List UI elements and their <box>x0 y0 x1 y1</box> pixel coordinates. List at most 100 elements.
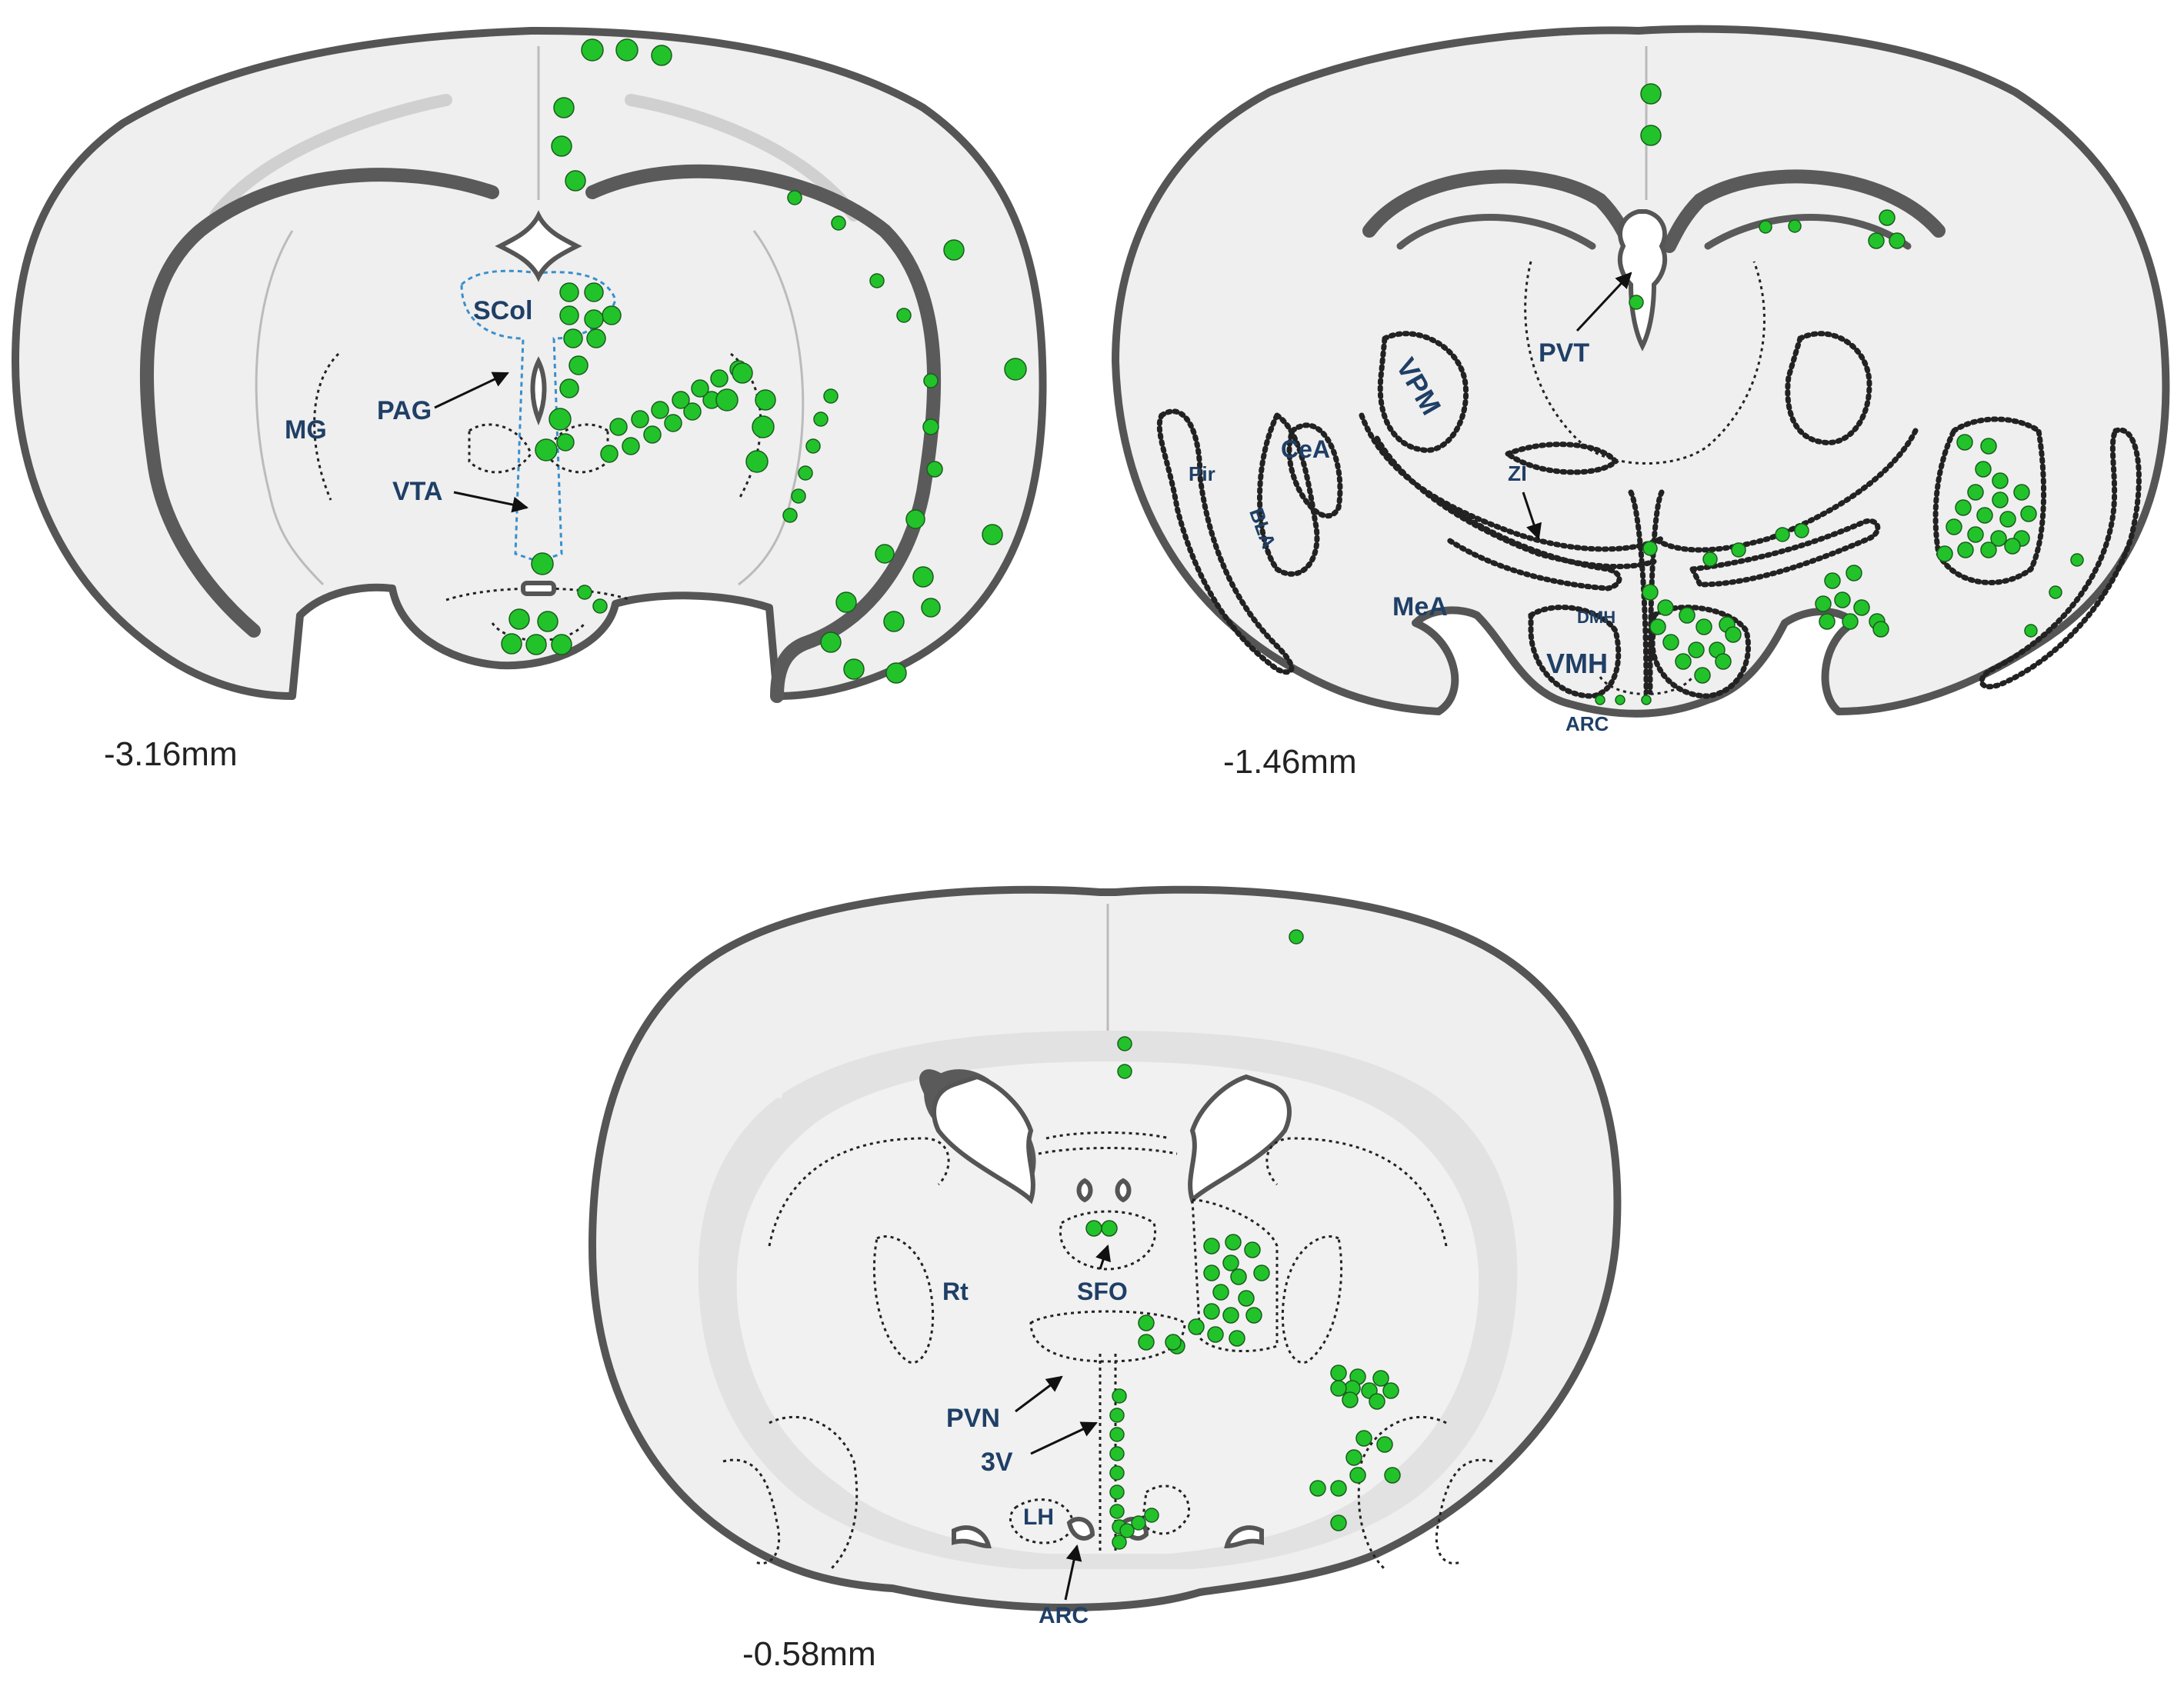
cell-marker <box>1702 551 1718 567</box>
cell-marker <box>1109 1408 1125 1423</box>
cell-marker <box>1207 1326 1224 1343</box>
labelled-cell-markers <box>501 38 2084 1550</box>
label-lh: LH <box>1023 1504 1054 1530</box>
cell-marker <box>1675 653 1692 670</box>
arrow-pag <box>434 372 509 409</box>
cell-marker <box>1109 1465 1125 1481</box>
pointer-arrows <box>434 272 1632 1601</box>
cell-marker <box>2049 585 2062 599</box>
arrow-pvn <box>1015 1375 1063 1413</box>
level-caption-a: -3.16mm <box>104 735 238 773</box>
cell-marker <box>1112 1388 1127 1404</box>
cell-marker <box>1245 1307 1262 1324</box>
cell-marker <box>581 38 604 62</box>
cell-marker <box>1203 1264 1220 1281</box>
brain-section-posterior <box>12 27 1047 703</box>
cell-marker <box>1119 1523 1135 1538</box>
cell-marker <box>1203 1238 1220 1255</box>
cell-marker <box>508 608 530 630</box>
cell-marker <box>843 658 865 680</box>
cell-marker <box>1889 232 1906 249</box>
label-pir: Pir <box>1189 462 1215 485</box>
cell-marker <box>921 598 941 618</box>
cell-marker <box>835 591 857 613</box>
cell-marker <box>1382 1382 1399 1399</box>
cell-marker <box>1815 595 1832 612</box>
cell-marker <box>883 611 905 632</box>
cell-marker <box>1640 83 1662 105</box>
cell-marker <box>1990 530 2007 547</box>
cell-marker <box>1775 527 1790 542</box>
cell-marker <box>1956 434 1973 451</box>
cell-marker <box>551 135 572 157</box>
cell-marker <box>1879 209 1896 226</box>
cell-marker <box>559 282 579 302</box>
arrow-sfo <box>1095 1245 1111 1270</box>
cell-marker <box>1980 438 1997 455</box>
cell-marker <box>1138 1314 1155 1331</box>
label-vta: VTA <box>392 477 442 506</box>
cell-marker <box>501 633 522 655</box>
cell-marker <box>1165 1334 1182 1351</box>
cell-marker <box>1957 541 1974 558</box>
cell-marker <box>1641 695 1652 705</box>
cell-marker <box>1872 621 1889 638</box>
cell-marker <box>1369 1393 1385 1410</box>
cell-marker <box>1936 545 1953 562</box>
cell-marker <box>1203 1303 1220 1320</box>
cell-marker <box>926 461 943 478</box>
cell-marker <box>1868 232 1885 249</box>
cell-marker <box>1967 526 1984 543</box>
cell-marker <box>782 508 798 523</box>
cell-marker <box>1229 1330 1245 1347</box>
cell-marker <box>535 438 558 461</box>
cell-marker <box>922 418 939 435</box>
label-scol: SCol <box>473 296 532 325</box>
cell-marker <box>1330 1380 1347 1397</box>
cell-marker <box>1289 929 1304 945</box>
label-arc-b: ARC <box>1565 712 1609 735</box>
cell-marker <box>1212 1284 1229 1301</box>
cell-marker <box>1731 542 1746 558</box>
cell-marker <box>755 389 776 411</box>
cell-marker <box>1696 618 1712 635</box>
arrow-vta <box>453 491 529 513</box>
cell-marker <box>1759 220 1772 234</box>
level-caption-b: -1.46mm <box>1223 743 1357 781</box>
cell-marker <box>1109 1484 1125 1500</box>
cell-marker <box>1144 1508 1159 1523</box>
cell-marker <box>1372 1370 1389 1387</box>
cell-marker <box>1330 1480 1347 1497</box>
cell-marker <box>896 308 912 323</box>
cell-marker <box>869 273 885 288</box>
cell-marker <box>1629 295 1644 310</box>
cell-marker <box>525 634 547 655</box>
cell-marker <box>1824 572 1841 589</box>
cell-marker <box>1376 1436 1393 1453</box>
label-3v: 3V <box>981 1448 1013 1477</box>
cell-marker <box>1230 1268 1247 1285</box>
cell-marker <box>1349 1467 1366 1484</box>
cell-marker <box>531 552 554 575</box>
cell-marker <box>1109 1446 1125 1461</box>
cell-marker <box>805 438 821 454</box>
label-pvt: PVT <box>1539 338 1589 368</box>
cell-marker <box>563 328 583 348</box>
cell-marker <box>1330 1514 1347 1531</box>
cell-marker <box>1688 641 1705 658</box>
cell-marker <box>1109 1504 1125 1519</box>
cell-marker <box>820 631 842 653</box>
cell-marker <box>1976 507 1993 524</box>
brain-section-middle <box>1112 25 2170 718</box>
cell-marker <box>559 305 579 325</box>
cell-marker <box>710 369 729 388</box>
label-zi: ZI <box>1508 461 1527 485</box>
cell-marker <box>565 170 586 192</box>
cell-marker <box>1992 472 2009 489</box>
cell-marker <box>2013 484 2030 501</box>
cell-marker <box>923 373 939 388</box>
cell-marker <box>1725 626 1742 643</box>
cell-marker <box>1615 695 1625 705</box>
cell-marker <box>586 328 606 348</box>
